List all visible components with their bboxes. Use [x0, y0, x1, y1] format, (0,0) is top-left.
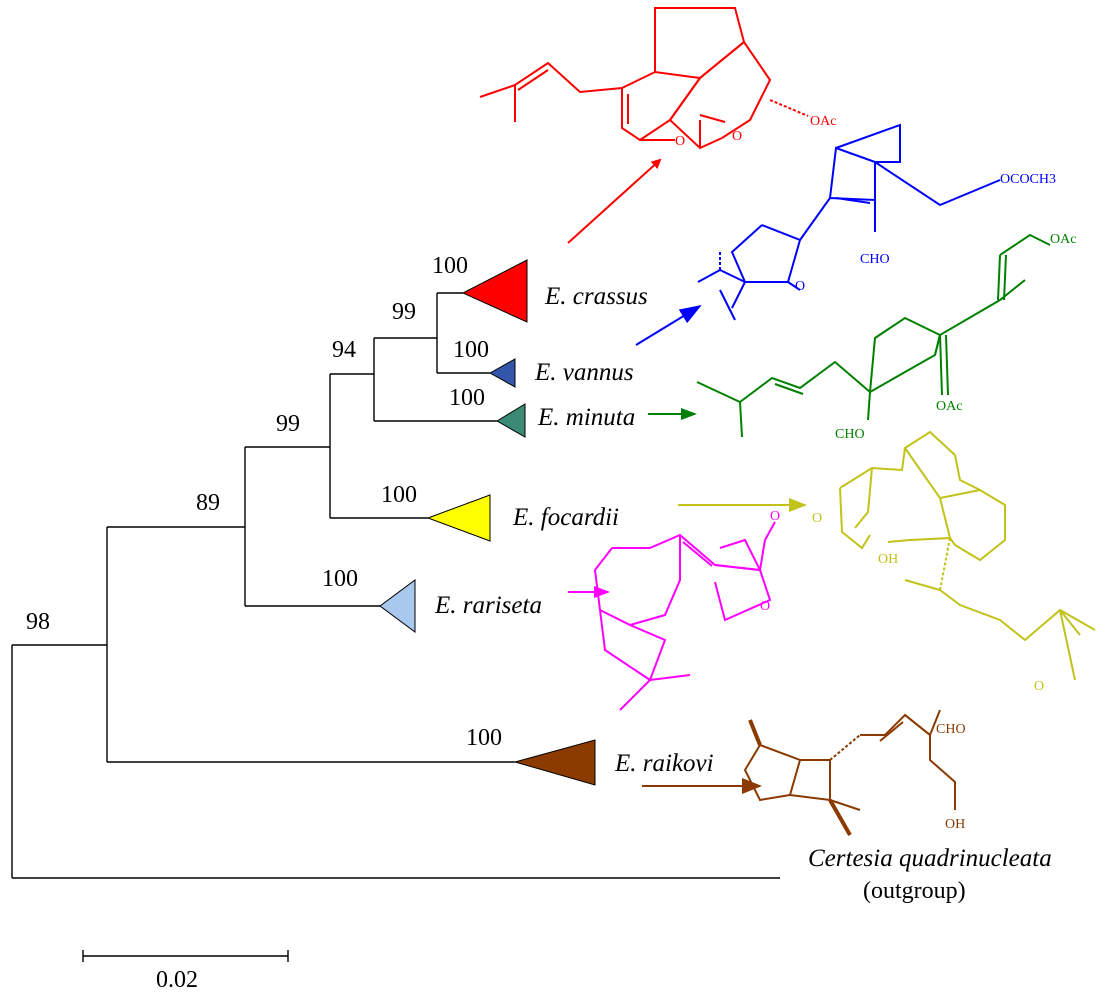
clade-triangle-focardii: [426, 494, 491, 542]
taxon-raikovi: E. raikovi: [614, 750, 714, 777]
taxon-outgroup: Certesia quadrinucleata: [808, 845, 1052, 872]
support-values: 98 89 99 94 99 100 100 100 100 100 100: [26, 253, 502, 751]
label-minuta-cho: CHO: [835, 427, 865, 442]
label-vannus-cho: CHO: [860, 252, 890, 267]
label-minuta-oac2: OAc: [936, 399, 962, 414]
label-rariseta-o-ring: O: [760, 599, 770, 614]
taxon-labels: E. crassus E. vannus E. minuta E. focard…: [434, 283, 1052, 872]
label-raikovi-oh: OH: [945, 817, 965, 832]
support-node99a: 99: [276, 411, 300, 437]
molecule-focardii-labels: O OH O: [812, 511, 1044, 694]
support-rariseta: 100: [322, 566, 358, 592]
clade-triangle-minuta: [496, 403, 526, 438]
scale-bar: 0.02: [82, 950, 289, 993]
support-node94: 94: [332, 337, 356, 363]
clade-triangle-rariseta: [379, 579, 416, 633]
support-raikovi: 100: [466, 725, 502, 751]
molecule-rariseta-labels: O O: [760, 509, 780, 614]
clade-triangle-crassus: [461, 259, 528, 323]
molecule-crassus-labels: O O OAc: [675, 114, 836, 149]
arrow-vannus: [635, 304, 702, 346]
clade-triangle-raikovi: [513, 739, 596, 786]
molecule-minuta-labels: OAc OAc CHO: [835, 232, 1076, 442]
molecule-focardii: [839, 430, 1096, 681]
label-crassus-o1: O: [675, 134, 685, 149]
support-vannus: 100: [453, 337, 489, 363]
label-focardii-epoxide-o: O: [1034, 679, 1044, 694]
label-rariseta-o-carbonyl: O: [770, 509, 780, 524]
arrows: [567, 158, 807, 794]
arrow-crassus: [567, 158, 662, 244]
outgroup-note: (outgroup): [863, 878, 966, 904]
taxon-minuta: E. minuta: [537, 404, 635, 431]
support-root: 98: [26, 609, 50, 635]
label-minuta-oac1: OAc: [1050, 232, 1076, 247]
molecule-crassus: [479, 7, 809, 150]
support-minuta: 100: [449, 385, 485, 411]
scale-bar-label: 0.02: [156, 967, 198, 993]
label-crassus-o2: O: [732, 129, 742, 144]
molecule-vannus: [697, 123, 1001, 321]
taxon-rariseta: E. rariseta: [434, 592, 542, 619]
molecule-vannus-labels: OCOCH3 CHO O: [795, 172, 1056, 294]
support-node89: 89: [196, 490, 220, 516]
support-crassus: 100: [432, 253, 468, 279]
label-raikovi-cho: CHO: [936, 722, 966, 737]
taxon-vannus: E. vannus: [534, 359, 634, 386]
clade-triangle-vannus: [488, 358, 516, 388]
molecule-minuta: [696, 233, 1051, 438]
label-crassus-oac: OAc: [810, 114, 836, 129]
taxon-crassus: E. crassus: [544, 283, 648, 310]
label-vannus-ococh3: OCOCH3: [1000, 172, 1056, 187]
label-focardii-oh: OH: [878, 552, 898, 567]
tree-branches: [11, 292, 780, 879]
label-vannus-o: O: [795, 279, 805, 294]
support-focardii: 100: [381, 482, 417, 508]
molecule-rariseta: [593, 521, 776, 711]
molecule-raikovi: [743, 709, 956, 836]
clade-triangles: [379, 259, 596, 786]
support-node99b: 99: [392, 299, 416, 325]
taxon-focardii: E. focardii: [512, 504, 619, 531]
molecule-raikovi-labels: CHO OH: [936, 722, 966, 832]
label-focardii-o: O: [812, 511, 822, 526]
